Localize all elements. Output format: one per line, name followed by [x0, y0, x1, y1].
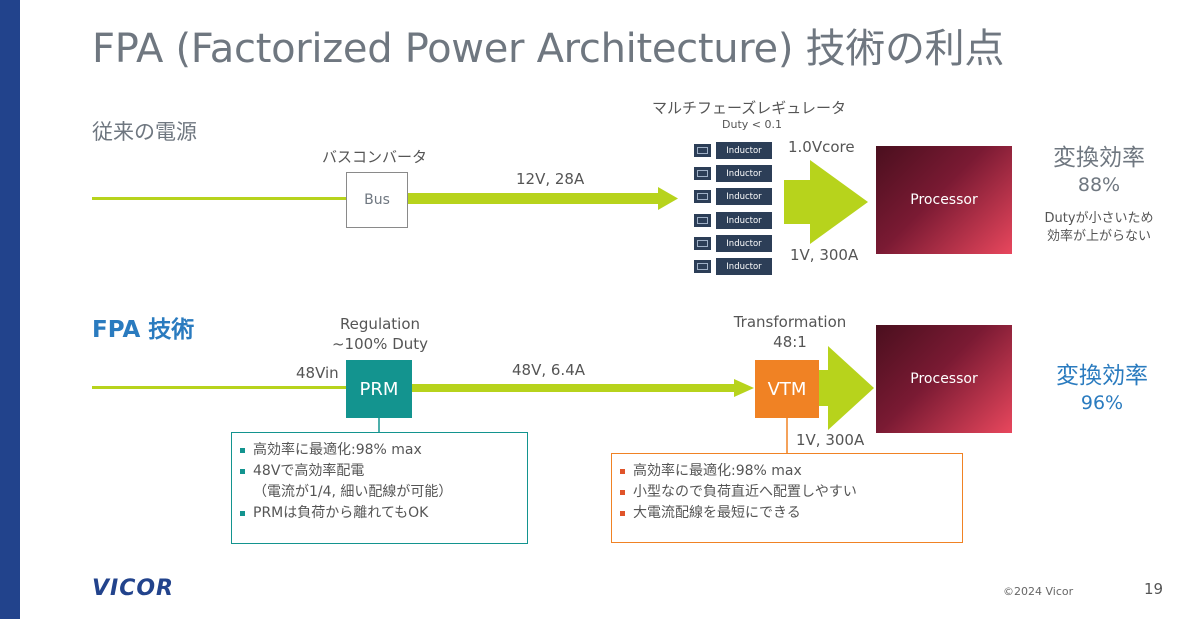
list-item: 大電流配線を最短にできる — [620, 503, 954, 524]
bullet-text: 大電流配線を最短にできる — [633, 505, 801, 521]
inductor-block: Inductor — [716, 235, 772, 252]
fpa-bus-arrow — [412, 379, 754, 397]
bullet-text: 高効率に最適化:98% max — [633, 463, 802, 479]
vicor-logo: VICOR — [92, 576, 174, 601]
left-accent-bar — [0, 0, 20, 619]
conv-input-line — [92, 197, 346, 200]
bullet-icon — [240, 469, 245, 474]
inductor-row: Inductor — [694, 258, 772, 275]
bullet-icon — [620, 511, 625, 516]
prm-box: PRM — [346, 360, 412, 418]
conv-out-current-label: 1V, 300A — [790, 246, 859, 264]
conv-processor-box: Processor — [876, 146, 1012, 254]
inductor-block: Inductor — [716, 142, 772, 159]
fpa-processor-box: Processor — [876, 325, 1012, 433]
conv-efficiency-note: Dutyが小さいため効率が上がらない — [1044, 211, 1154, 244]
bullet-icon — [240, 511, 245, 516]
fpa-section-label: FPA 技術 — [92, 317, 195, 343]
bus-converter-box: Bus — [346, 172, 408, 228]
bullet-text: 小型なので負荷直近へ配置しやすい — [633, 484, 857, 500]
fpa-input-label: 48Vin — [296, 364, 339, 382]
bus-converter-label: バスコンバータ — [322, 148, 428, 166]
inductor-row: Inductor — [694, 165, 772, 182]
regulation-label: Regulation — [339, 315, 421, 333]
fpa-output-arrow — [819, 346, 874, 430]
bullet-continuation: （電流が1/4, 細い配線が可能） — [253, 484, 453, 500]
fpa-out-current-label: 1V, 300A — [796, 431, 865, 449]
list-item: 高効率に最適化:98% max — [620, 461, 954, 482]
vtm-benefits-box: 高効率に最適化:98% max 小型なので負荷直近へ配置しやすい 大電流配線を最… — [611, 453, 963, 543]
conventional-section-label: 従来の電源 — [92, 120, 197, 144]
chip-icon — [694, 190, 711, 203]
inductor-row: Inductor — [694, 142, 772, 159]
page-number: 19 — [1144, 580, 1164, 598]
chip-icon — [694, 237, 711, 250]
conv-efficiency-value: 88% — [1077, 174, 1121, 196]
chip-icon — [694, 260, 711, 273]
inductor-block: Inductor — [716, 212, 772, 229]
list-item: 小型なので負荷直近へ配置しやすい — [620, 482, 954, 503]
list-item: PRMは負荷から離れてもOK — [240, 503, 519, 524]
inductor-row: Inductor — [694, 188, 772, 205]
bullet-text: 高効率に最適化:98% max — [253, 442, 422, 458]
inductor-block: Inductor — [716, 188, 772, 205]
chip-icon — [694, 144, 711, 157]
bullet-text: PRMは負荷から離れてもOK — [253, 505, 429, 521]
multiphase-regulator-label: マルチフェーズレギュレータ — [652, 99, 846, 117]
bullet-icon — [620, 490, 625, 495]
fpa-bus-output-label: 48V, 6.4A — [512, 361, 586, 379]
conv-bus-arrow — [408, 187, 678, 210]
conv-out-voltage-label: 1.0Vcore — [788, 138, 855, 156]
conv-efficiency-label: 変換効率 — [1053, 145, 1145, 171]
fpa-efficiency-value: 96% — [1080, 392, 1124, 414]
conv-output-arrow — [784, 160, 868, 244]
fpa-efficiency-label: 変換効率 — [1056, 363, 1148, 389]
duty-label: Duty < 0.1 — [722, 118, 782, 131]
bullet-text: 48Vで高効率配電 — [253, 463, 365, 479]
transformation-ratio-label: 48:1 — [773, 333, 807, 351]
regulation-duty-label: ~100% Duty — [331, 335, 429, 353]
inductor-block: Inductor — [716, 258, 772, 275]
inductor-block: Inductor — [716, 165, 772, 182]
transformation-label: Transformation — [733, 313, 847, 331]
list-item: 48Vで高効率配電 — [240, 461, 519, 482]
vtm-box: VTM — [755, 360, 819, 418]
conv-bus-output-label: 12V, 28A — [516, 170, 585, 188]
bullet-icon — [620, 469, 625, 474]
list-item: 高効率に最適化:98% max — [240, 440, 519, 461]
inductor-row: Inductor — [694, 235, 772, 252]
copyright-text: ©2024 Vicor — [1003, 585, 1074, 598]
chip-icon — [694, 214, 711, 227]
prm-benefits-box: 高効率に最適化:98% max 48Vで高効率配電 （電流が1/4, 細い配線が… — [231, 432, 528, 544]
bullet-icon — [240, 448, 245, 453]
slide-title: FPA (Factorized Power Architecture) 技術の利… — [92, 26, 1005, 72]
chip-icon — [694, 167, 711, 180]
fpa-input-line — [92, 386, 346, 389]
inductor-row: Inductor — [694, 212, 772, 229]
